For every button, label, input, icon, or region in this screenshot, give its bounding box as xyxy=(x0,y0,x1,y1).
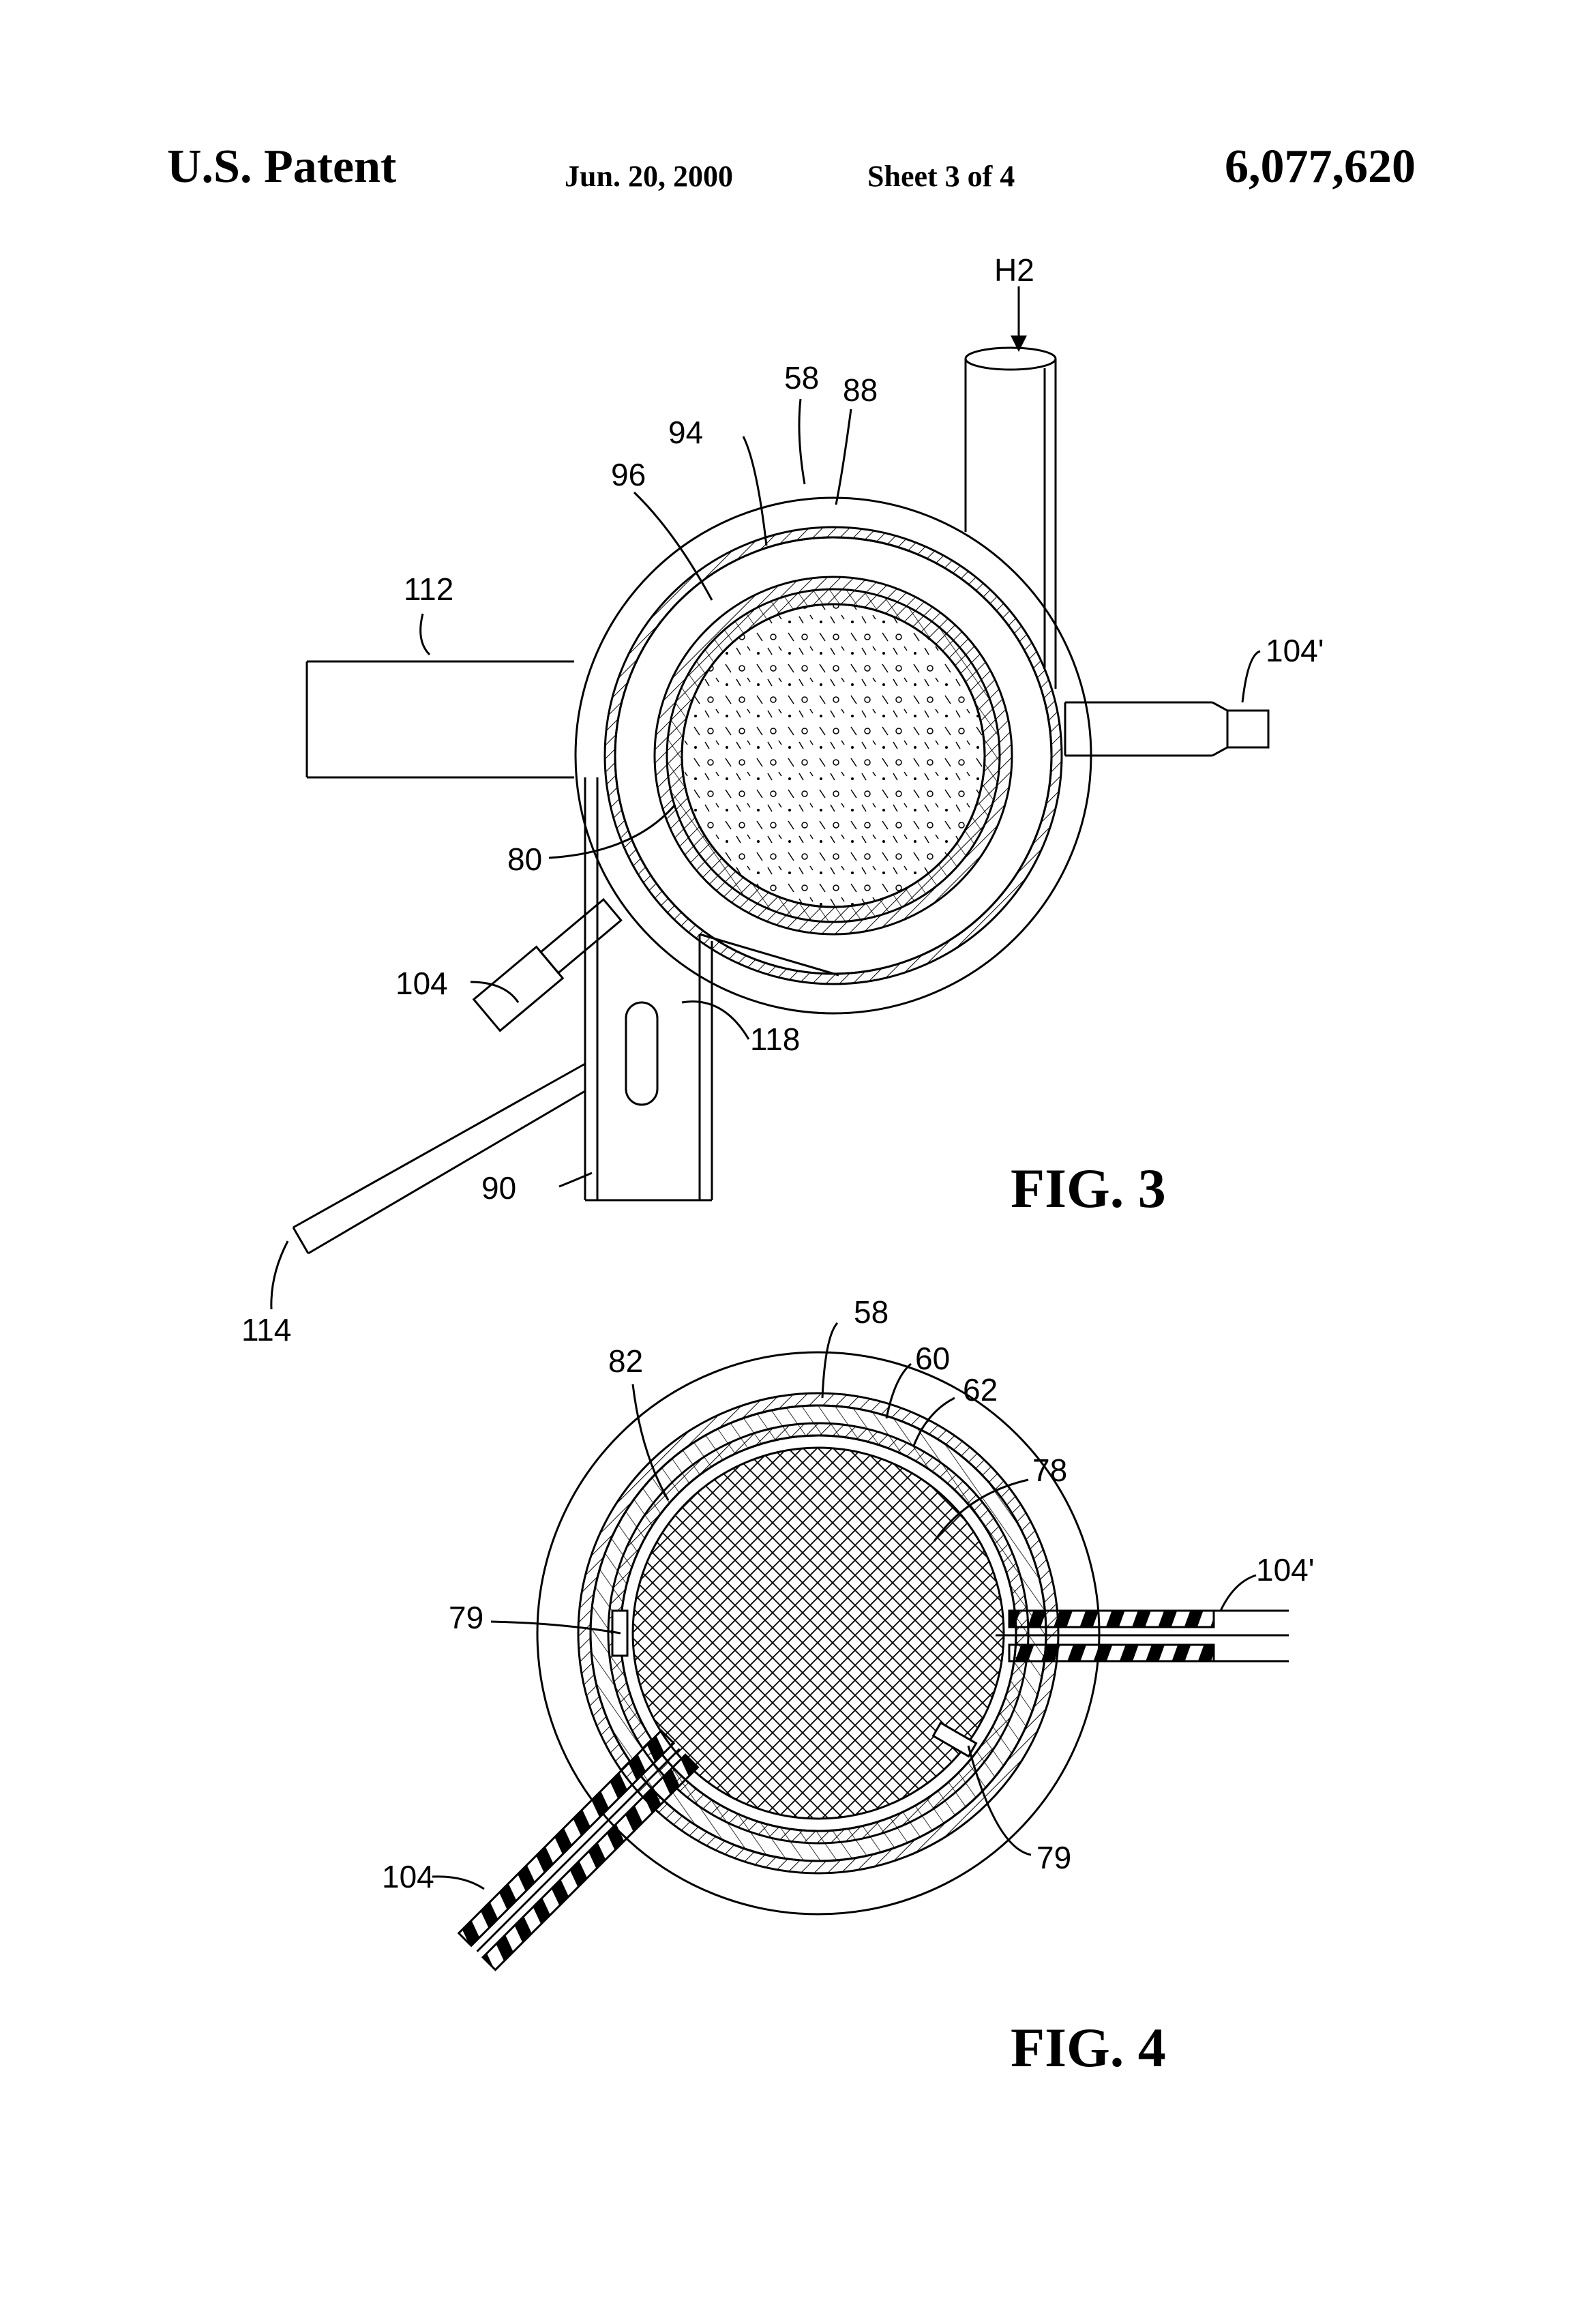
leader-114 xyxy=(271,1241,288,1309)
label-114: 114 xyxy=(241,1312,291,1347)
label-112: 112 xyxy=(404,571,453,607)
leader-112 xyxy=(421,614,430,655)
catalyst-core-80 xyxy=(682,604,985,907)
label-80: 80 xyxy=(507,841,542,877)
port-112 xyxy=(307,661,574,777)
label-90: 90 xyxy=(481,1170,516,1206)
figure-4 xyxy=(432,1323,1289,1970)
label-118: 118 xyxy=(750,1022,800,1057)
leader-104 xyxy=(471,982,518,1002)
lead-114 xyxy=(293,1064,585,1253)
figure-4-caption: FIG. 4 xyxy=(1011,2016,1166,2079)
leader-104-prime xyxy=(1242,651,1260,702)
cable-104-prime xyxy=(996,1611,1289,1661)
label-78: 78 xyxy=(1032,1452,1067,1488)
label-94: 94 xyxy=(668,415,703,450)
figure-3-caption: FIG. 3 xyxy=(1011,1157,1166,1219)
leader-90 xyxy=(559,1173,592,1187)
label-104-fig4: 104 xyxy=(382,1859,434,1894)
label-58: 58 xyxy=(784,360,819,396)
label-79-left: 79 xyxy=(449,1600,483,1635)
connector-104 xyxy=(474,894,625,1030)
label-104-prime-fig4: 104' xyxy=(1256,1552,1315,1588)
leader-58-fig4 xyxy=(822,1323,837,1398)
leader-88 xyxy=(836,409,851,505)
leader-118 xyxy=(682,1002,749,1039)
leader-58 xyxy=(799,399,805,484)
label-60: 60 xyxy=(915,1341,950,1376)
connector-104-prime xyxy=(1065,702,1268,756)
leader-94 xyxy=(743,436,766,546)
cable-104 xyxy=(459,1731,698,1970)
figure-3 xyxy=(271,286,1268,1309)
label-104-prime: 104' xyxy=(1266,633,1324,668)
leader-104-fig4 xyxy=(432,1877,484,1889)
label-82: 82 xyxy=(608,1343,643,1379)
sensor-118 xyxy=(626,1002,657,1105)
label-58-fig4: 58 xyxy=(854,1294,889,1330)
gas-flow-arrowhead xyxy=(1011,336,1027,352)
label-62: 62 xyxy=(963,1372,998,1407)
label-h2: H2 xyxy=(994,252,1034,288)
label-88: 88 xyxy=(843,372,878,408)
label-79-right: 79 xyxy=(1036,1840,1071,1875)
label-96: 96 xyxy=(611,457,646,492)
leader-104-prime-fig4 xyxy=(1221,1575,1256,1611)
label-104: 104 xyxy=(395,966,448,1001)
